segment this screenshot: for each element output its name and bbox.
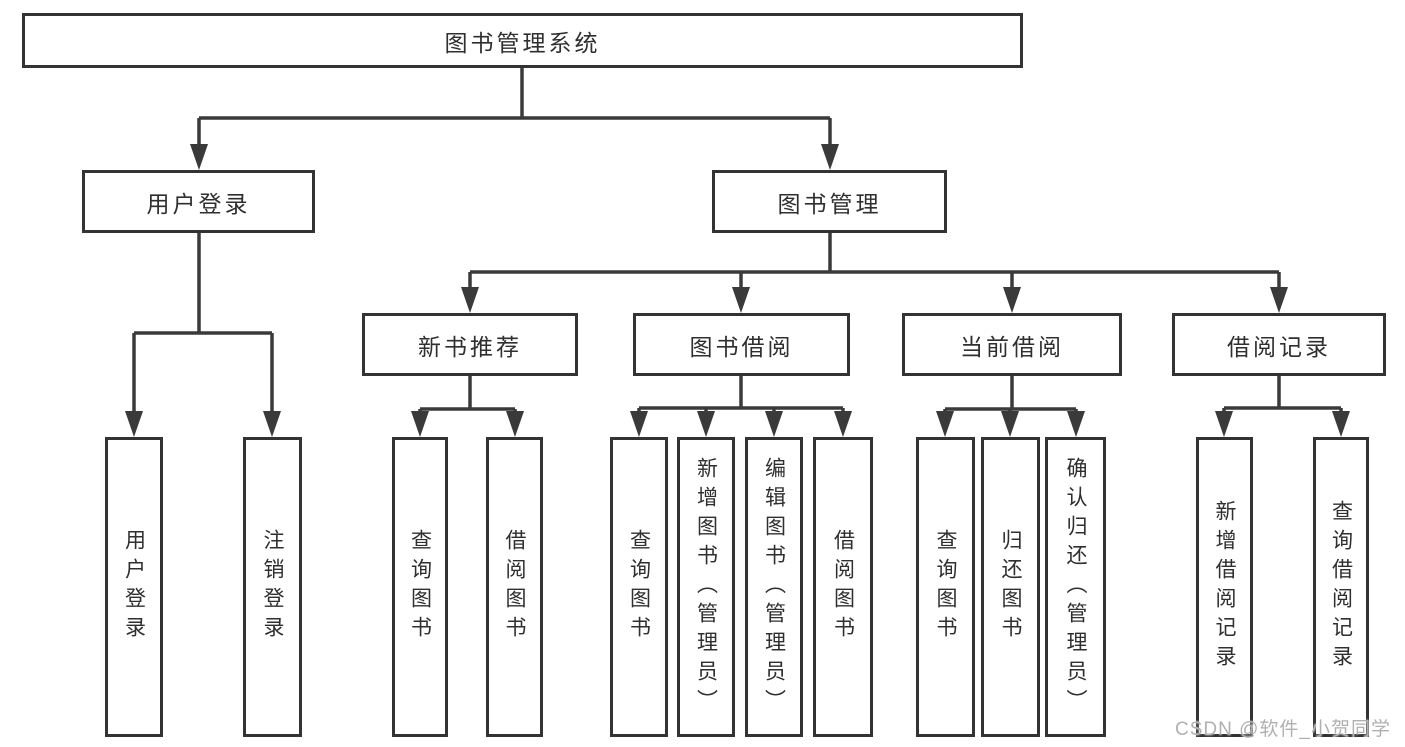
leaf-query-books-recommend: 查询图书 bbox=[392, 437, 448, 737]
leaf-label: 借阅图书 bbox=[503, 529, 526, 645]
leaf-add-book-admin: 新增图书（管理员） bbox=[677, 437, 735, 737]
node-user-login: 用户登录 bbox=[82, 170, 315, 233]
leaf-query-books-borrow: 查询图书 bbox=[610, 437, 668, 737]
node-root: 图书管理系统 bbox=[22, 13, 1023, 68]
leaf-label: 归还图书 bbox=[999, 529, 1022, 645]
leaf-label: 编辑图书（管理员） bbox=[762, 456, 786, 718]
leaf-label: 注销登录 bbox=[261, 529, 284, 645]
leaf-edit-book-admin: 编辑图书（管理员） bbox=[745, 437, 803, 737]
csdn-watermark: CSDN @软件_小贺同学 bbox=[1175, 719, 1391, 740]
leaf-add-borrow-record: 新增借阅记录 bbox=[1196, 437, 1253, 737]
leaf-label: 新增借阅记录 bbox=[1213, 500, 1236, 674]
leaf-label: 用户登录 bbox=[122, 529, 146, 645]
leaf-borrow-books-recommend: 借阅图书 bbox=[486, 437, 543, 737]
node-borrow-records: 借阅记录 bbox=[1172, 313, 1386, 376]
leaf-label: 新增图书（管理员） bbox=[694, 456, 718, 718]
leaf-label: 借阅图书 bbox=[831, 529, 855, 645]
leaf-user-login: 用户登录 bbox=[105, 437, 163, 737]
node-current-borrow: 当前借阅 bbox=[902, 313, 1122, 376]
leaf-query-borrow-record: 查询借阅记录 bbox=[1313, 437, 1369, 737]
leaf-borrow-book: 借阅图书 bbox=[813, 437, 873, 737]
node-book-management: 图书管理 bbox=[712, 170, 947, 233]
node-book-borrow: 图书借阅 bbox=[633, 313, 850, 376]
node-new-book-recommend: 新书推荐 bbox=[362, 313, 578, 376]
leaf-return-book: 归还图书 bbox=[981, 437, 1040, 737]
leaf-confirm-return-admin: 确认归还（管理员） bbox=[1045, 437, 1106, 737]
leaf-label: 查询图书 bbox=[934, 529, 957, 645]
leaf-label: 查询图书 bbox=[408, 529, 432, 645]
leaf-label: 确认归还（管理员） bbox=[1064, 456, 1087, 718]
leaf-label: 查询借阅记录 bbox=[1329, 500, 1353, 674]
leaf-label: 查询图书 bbox=[627, 529, 651, 645]
leaf-logout: 注销登录 bbox=[243, 437, 302, 737]
leaf-query-books-current: 查询图书 bbox=[916, 437, 975, 737]
